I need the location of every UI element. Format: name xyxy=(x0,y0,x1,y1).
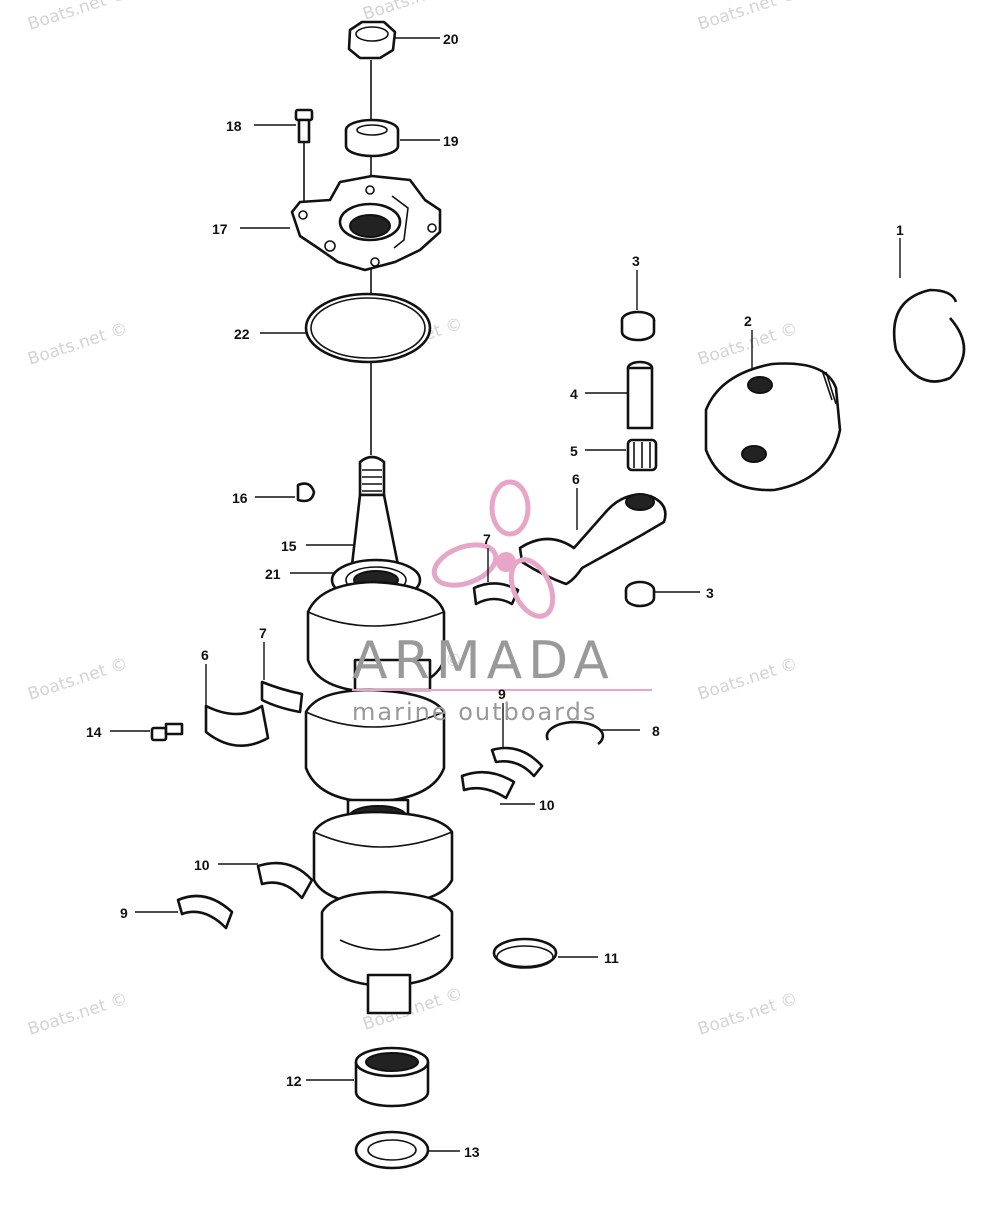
part-key xyxy=(296,482,316,503)
part-needle-cage xyxy=(256,861,314,900)
callout-1: 1 xyxy=(896,222,904,238)
part-needle-cage xyxy=(260,680,304,714)
watermark: Boats.net © xyxy=(695,654,800,705)
part-connecting-rod xyxy=(518,493,667,586)
part-needle-cage xyxy=(460,770,516,800)
part-nut xyxy=(347,20,397,60)
part-roller-bearing xyxy=(354,1046,430,1108)
callout-16: 16 xyxy=(232,490,248,506)
propeller-blade-icon xyxy=(508,557,556,619)
watermark: Boats.net © xyxy=(25,989,130,1040)
part-o-ring xyxy=(304,292,432,364)
armada-logo: ARMADA marine outboards xyxy=(352,479,652,726)
callout-12: 12 xyxy=(286,1073,302,1089)
callout-labels: 20 19 18 17 22 1 2 3 4 5 6 3 7 16 15 21 … xyxy=(86,31,904,1160)
watermark: Boats.net © xyxy=(695,989,800,1040)
callout-7-right: 7 xyxy=(483,531,491,547)
callout-17: 17 xyxy=(212,221,228,237)
callout-19: 19 xyxy=(443,133,459,149)
watermark: Boats.net © xyxy=(25,0,130,35)
part-lower-seal xyxy=(354,1130,430,1170)
propeller-hub-icon xyxy=(496,552,516,572)
watermark: Boats.net © xyxy=(695,0,800,35)
propeller-blade-icon xyxy=(431,542,499,588)
callout-3-lower: 3 xyxy=(706,585,714,601)
part-needle-cage xyxy=(472,582,520,606)
callout-15: 15 xyxy=(281,538,297,554)
callout-18: 18 xyxy=(226,118,242,134)
callout-21: 21 xyxy=(265,566,281,582)
callout-13: 13 xyxy=(464,1144,480,1160)
callout-9-left: 9 xyxy=(120,905,128,921)
callout-8: 8 xyxy=(652,723,660,739)
callout-2: 2 xyxy=(744,313,752,329)
part-pin-bearing xyxy=(626,438,658,472)
callout-14: 14 xyxy=(86,724,102,740)
part-washer xyxy=(620,310,656,342)
callout-4: 4 xyxy=(570,386,578,402)
watermark: Boats.net © xyxy=(25,654,130,705)
part-retaining-ring xyxy=(545,720,605,746)
part-ring xyxy=(492,937,558,969)
part-piston-ring xyxy=(892,288,966,383)
callout-10-right: 10 xyxy=(539,797,555,813)
callout-10-left: 10 xyxy=(194,857,210,873)
callout-7-left: 7 xyxy=(259,625,267,641)
part-bolt xyxy=(294,108,314,144)
callout-9-right: 9 xyxy=(498,686,506,702)
part-piston xyxy=(704,362,842,492)
part-screw xyxy=(150,722,184,742)
callout-20: 20 xyxy=(443,31,459,47)
propeller-blade-icon xyxy=(489,479,531,537)
part-washer xyxy=(624,580,656,608)
part-bearing-race xyxy=(490,746,544,778)
logo-wordmark: ARMADA xyxy=(352,631,615,691)
callout-3-upper: 3 xyxy=(632,253,640,269)
leader-lines xyxy=(110,37,901,1152)
watermark: Boats.net © xyxy=(25,319,130,370)
part-rod-cap xyxy=(204,704,270,748)
callout-11: 11 xyxy=(604,950,619,966)
callout-22: 22 xyxy=(234,326,250,342)
callout-6-right: 6 xyxy=(572,471,580,487)
logo-tagline: marine outboards xyxy=(352,698,597,726)
part-piston-pin xyxy=(626,360,654,430)
part-bearing-race xyxy=(176,894,234,930)
callout-6-left: 6 xyxy=(201,647,209,663)
part-seal xyxy=(344,118,400,158)
part-end-cap xyxy=(290,174,442,272)
part-crankshaft xyxy=(304,455,454,1015)
callout-5: 5 xyxy=(570,443,578,459)
